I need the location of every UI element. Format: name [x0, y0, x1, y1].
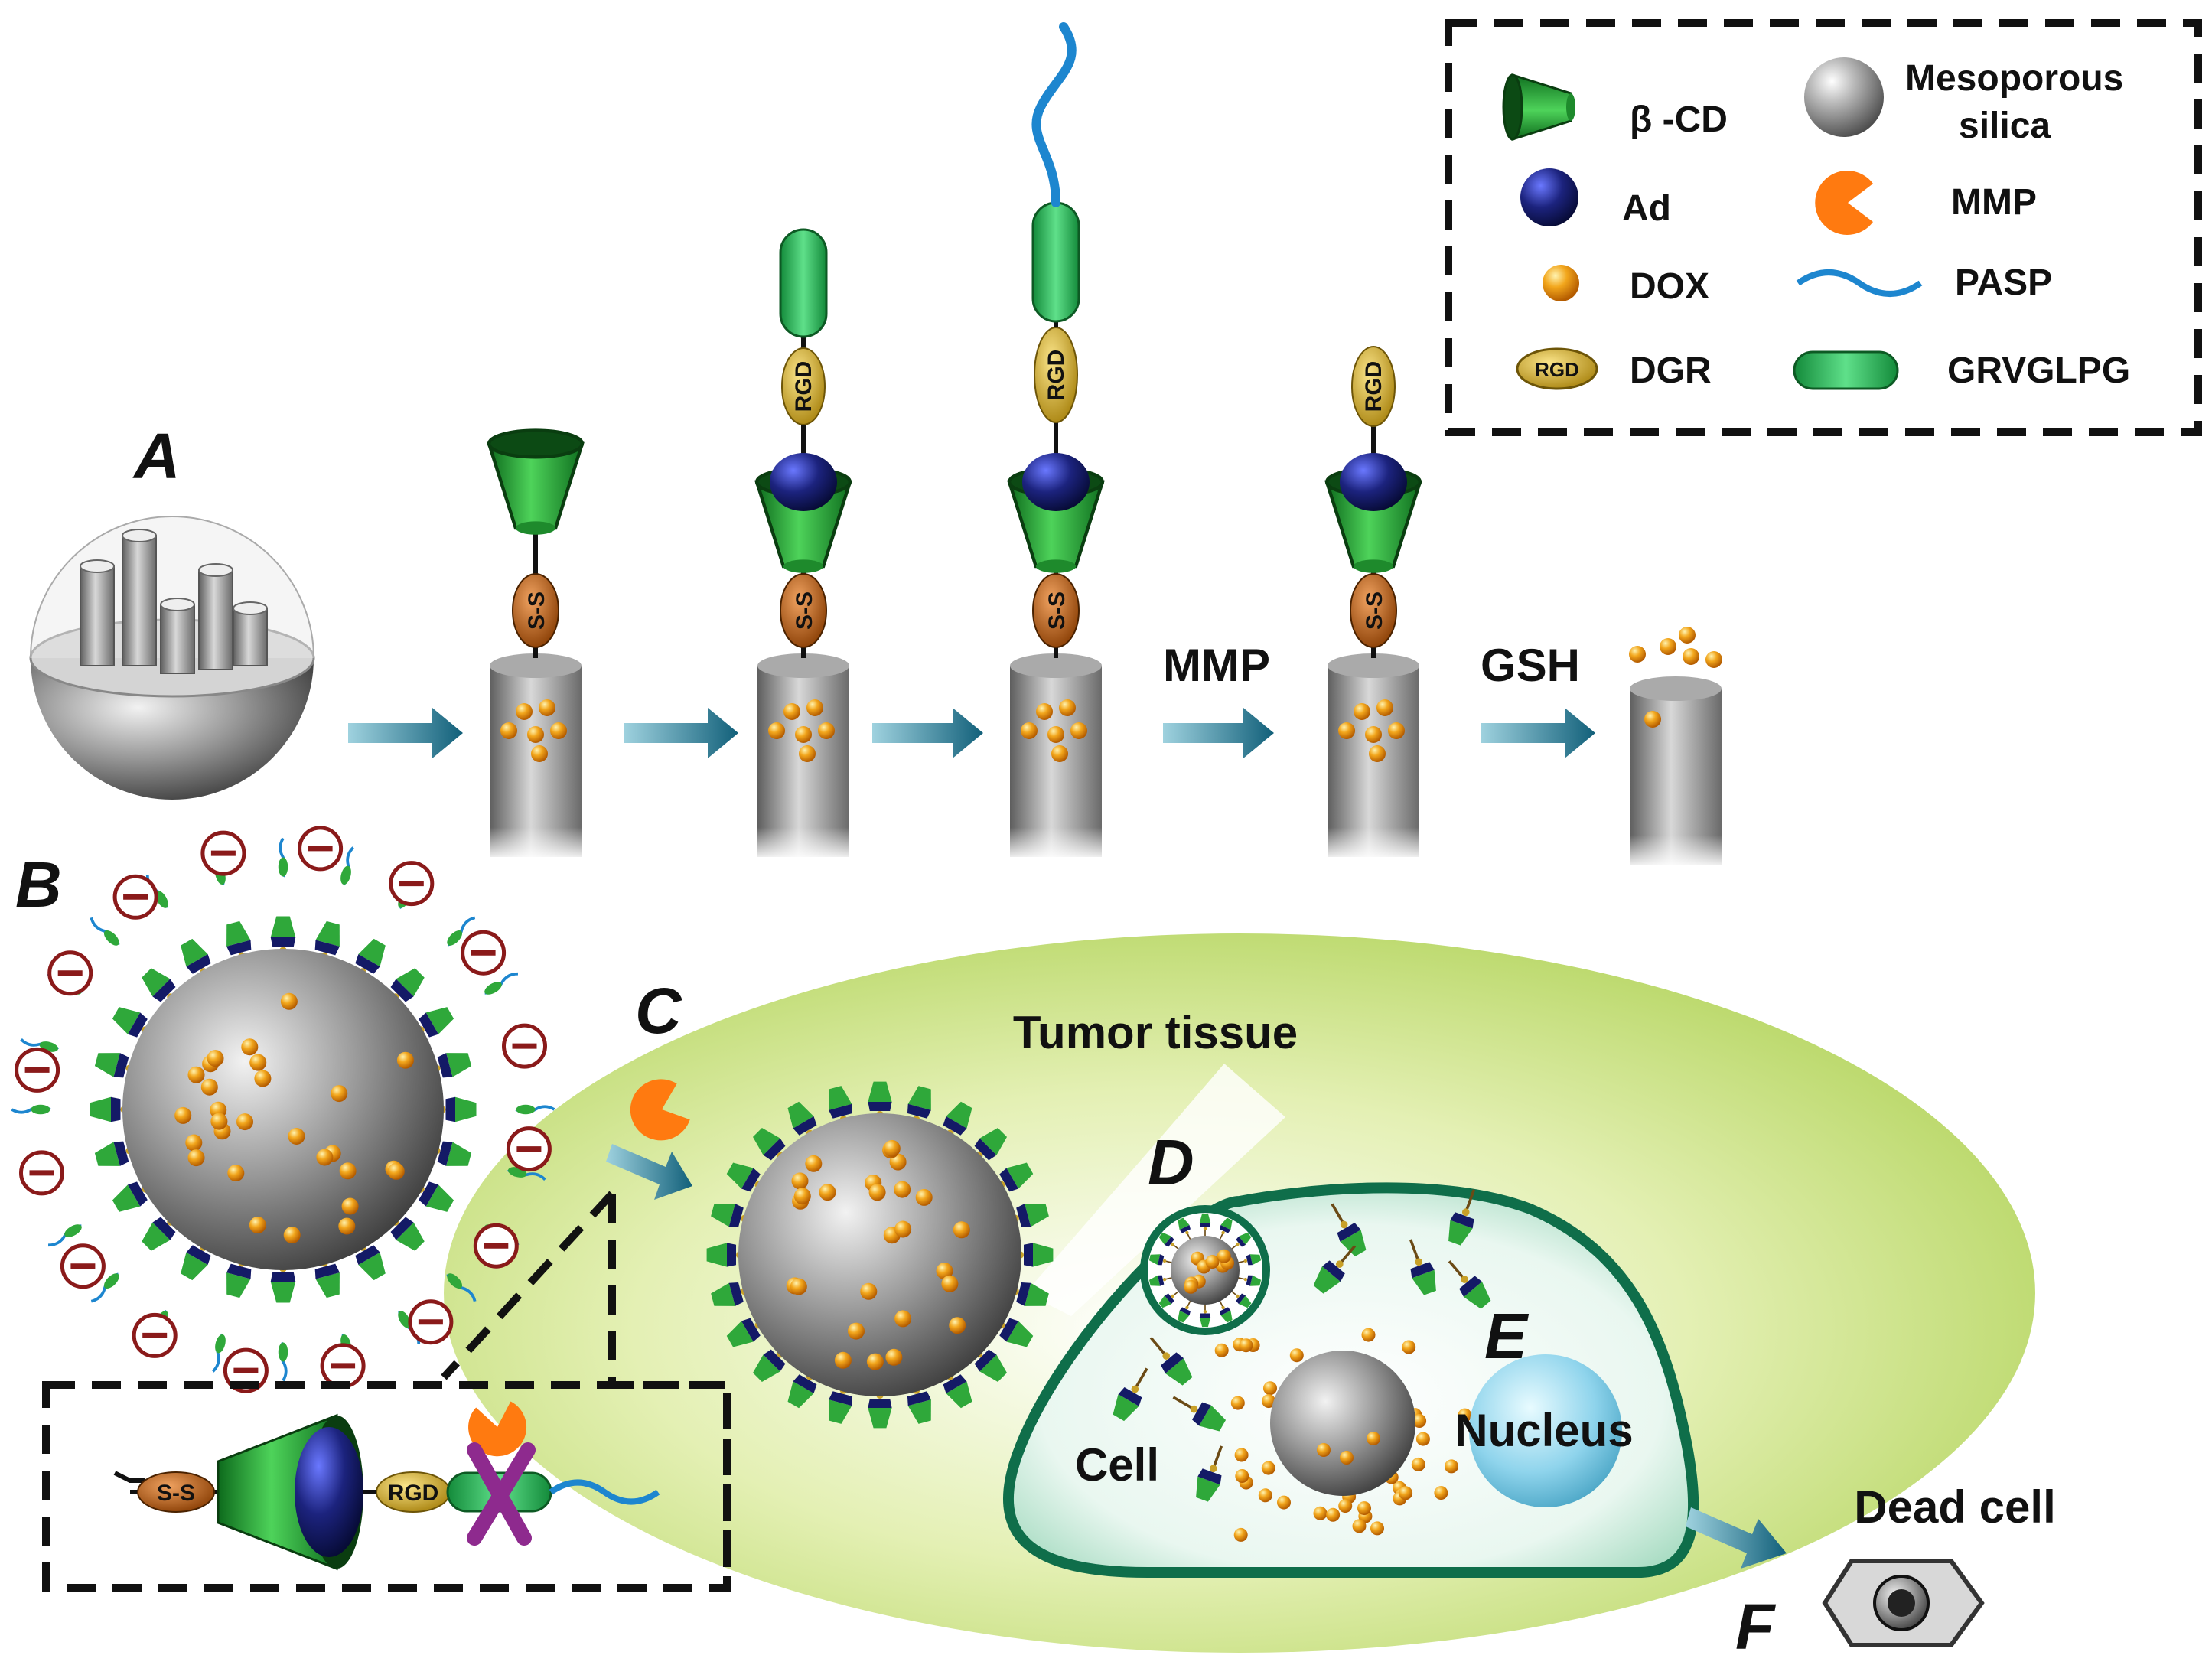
- pasp-icon: [1796, 269, 1923, 297]
- ss-label-4: S-S: [1362, 591, 1387, 630]
- mesoporous-silica-icon: [1804, 57, 1884, 137]
- cell-label: Cell: [1075, 1439, 1159, 1491]
- pore-stage-1: S-S: [489, 431, 582, 861]
- legend-mmp: MMP: [1951, 182, 2037, 223]
- mmp-enzyme-inset: [468, 1401, 527, 1457]
- cleavage-cross: [467, 1442, 536, 1546]
- zoom-indicator: [42, 1191, 731, 1592]
- panel-label-e: E: [1484, 1300, 1530, 1372]
- mesoporous-silica-particle: [29, 516, 315, 800]
- mmp-icon: [1815, 171, 1873, 235]
- arrow-step-1: [348, 708, 463, 758]
- arrow-step-4: [1163, 708, 1274, 758]
- pore-stage-4: S-S RGD: [1327, 346, 1420, 861]
- rgd-label-2: RGD: [791, 361, 816, 412]
- inset-ss-label: S-S: [157, 1481, 195, 1506]
- nucleus: [1469, 1354, 1622, 1507]
- tumor-highlight: [1025, 1064, 1285, 1316]
- arrow-to-tumor: [606, 1144, 692, 1200]
- arrow-step-5: [1481, 708, 1595, 758]
- rgd-label-4: RGD: [1361, 361, 1386, 412]
- grvglpg-icon: [1793, 350, 1899, 390]
- arrow-step-2: [624, 708, 738, 758]
- legend-dgr: DGR: [1630, 350, 1712, 391]
- ss-label-3: S-S: [1044, 591, 1070, 630]
- arrow-to-dead-cell: [1686, 1507, 1787, 1569]
- tumor-tissue-label: Tumor tissue: [1013, 1007, 1298, 1058]
- ad-icon: [1520, 168, 1578, 226]
- silica-core: [1270, 1351, 1415, 1496]
- zoom-inset-box: [42, 1381, 731, 1592]
- step-label-gsh: GSH: [1481, 640, 1580, 691]
- pore-stage-5: [1629, 627, 1722, 868]
- legend-dox: DOX: [1630, 266, 1709, 307]
- pore-stage-3: S-S RGD: [1009, 22, 1103, 861]
- nanoparticle-b: [10, 836, 556, 1383]
- dead-cell-label: Dead cell: [1854, 1481, 2055, 1533]
- legend-grvglpg: GRVGLPG: [1947, 350, 2130, 391]
- legend: β -CD Mesoporous silica Ad MMP DOX PASP …: [1445, 19, 2202, 436]
- rgd-label-3: RGD: [1044, 350, 1069, 401]
- nanoparticle-c: [705, 1080, 1055, 1430]
- zoom-inset: S-S RGD: [113, 1401, 660, 1571]
- dead-cell-icon: [1822, 1559, 1985, 1647]
- legend-beta-cd: β -CD: [1630, 99, 1728, 140]
- step-label-mmp: MMP: [1163, 640, 1270, 691]
- pasp-chain: [1031, 22, 1077, 207]
- released-dox: [1629, 627, 1722, 668]
- panel-label-a: A: [132, 420, 181, 492]
- panel-label-b: B: [15, 849, 62, 920]
- legend-silica: silica: [1959, 106, 2051, 146]
- panel-label-d: D: [1148, 1126, 1194, 1198]
- dgr-icon-text: RGD: [1535, 358, 1579, 381]
- negative-charges: [15, 826, 552, 1393]
- mmp-enzyme-c: [630, 1079, 690, 1141]
- legend-ad: Ad: [1622, 188, 1671, 229]
- inset-rgd-label: RGD: [388, 1481, 439, 1506]
- ss-label-1: S-S: [524, 591, 549, 630]
- panel-label-f: F: [1735, 1591, 1777, 1663]
- legend-pasp: PASP: [1955, 262, 2052, 303]
- arrow-step-3: [872, 708, 983, 758]
- dgr-icon: [1516, 347, 1598, 390]
- step-arrows: [348, 708, 1595, 758]
- legend-mesoporous: Mesoporous: [1905, 58, 2123, 99]
- nucleus-label: Nucleus: [1455, 1405, 1633, 1456]
- endosome: [1140, 1205, 1270, 1335]
- dox-icon: [1543, 265, 1579, 301]
- panel-label-c: C: [635, 975, 682, 1047]
- pore-stage-2: S-S RGD: [757, 228, 850, 861]
- ss-label-2: S-S: [792, 591, 817, 630]
